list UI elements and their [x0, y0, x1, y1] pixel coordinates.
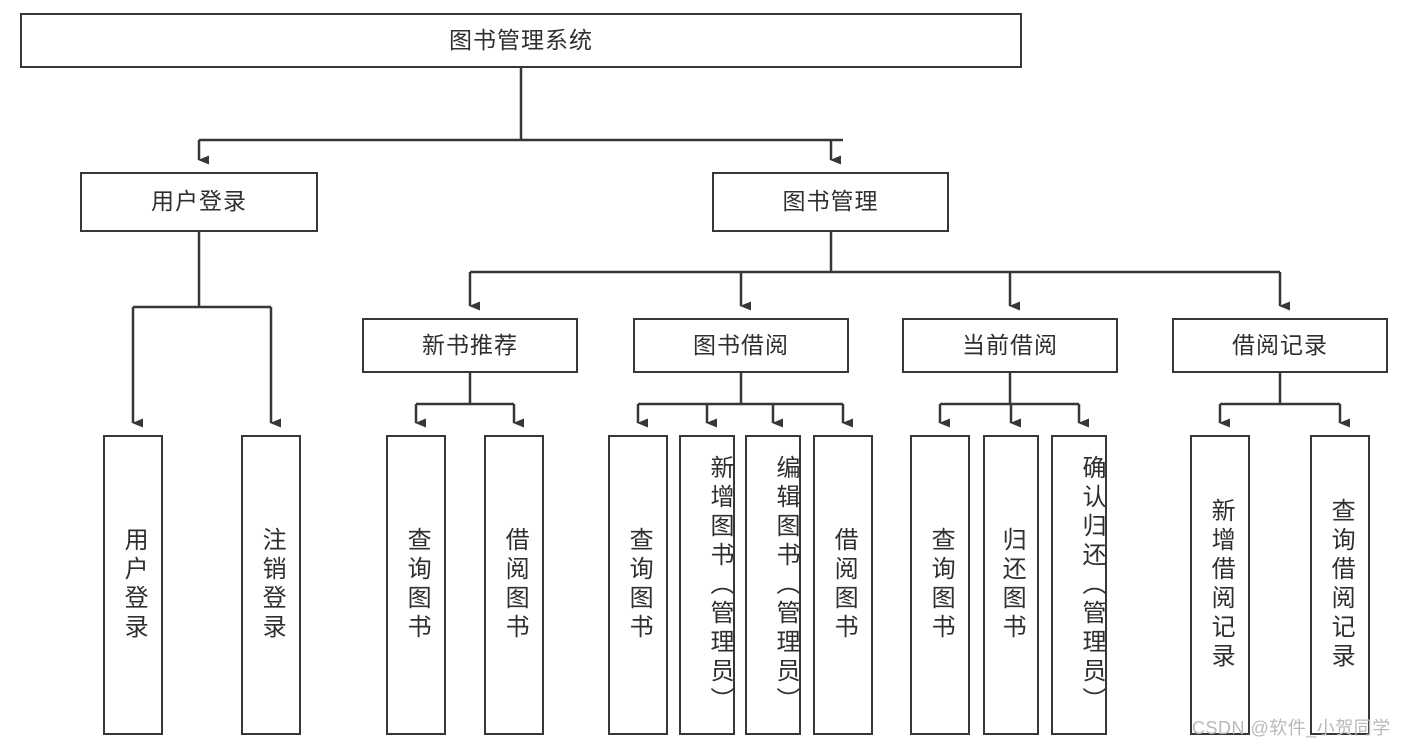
- node-leaf-edit-book[interactable]: 编辑图书（管理员）: [745, 435, 801, 735]
- node-leaf-logout[interactable]: 注销登录: [241, 435, 301, 735]
- node-current-borrow[interactable]: 当前借阅: [902, 318, 1118, 373]
- node-root-system[interactable]: 图书管理系统: [20, 13, 1022, 68]
- node-leaf-confirm-return[interactable]: 确认归还（管理员）: [1051, 435, 1107, 735]
- node-leaf-borrow-book-2[interactable]: 借阅图书: [813, 435, 873, 735]
- node-leaf-query-record[interactable]: 查询借阅记录: [1310, 435, 1370, 735]
- node-leaf-query-book-2[interactable]: 查询图书: [608, 435, 668, 735]
- node-leaf-add-book[interactable]: 新增图书（管理员）: [679, 435, 735, 735]
- node-leaf-user-login[interactable]: 用户登录: [103, 435, 163, 735]
- node-book-management[interactable]: 图书管理: [712, 172, 949, 232]
- node-book-borrow[interactable]: 图书借阅: [633, 318, 849, 373]
- node-user-login[interactable]: 用户登录: [80, 172, 318, 232]
- node-leaf-return-book[interactable]: 归还图书: [983, 435, 1039, 735]
- node-leaf-query-book-3[interactable]: 查询图书: [910, 435, 970, 735]
- node-leaf-add-record[interactable]: 新增借阅记录: [1190, 435, 1250, 735]
- node-leaf-borrow-book-1[interactable]: 借阅图书: [484, 435, 544, 735]
- watermark-credit: CSDN @软件_小贺同学: [1192, 718, 1391, 738]
- node-new-book-recommend[interactable]: 新书推荐: [362, 318, 578, 373]
- node-borrow-records[interactable]: 借阅记录: [1172, 318, 1388, 373]
- node-leaf-query-book-1[interactable]: 查询图书: [386, 435, 446, 735]
